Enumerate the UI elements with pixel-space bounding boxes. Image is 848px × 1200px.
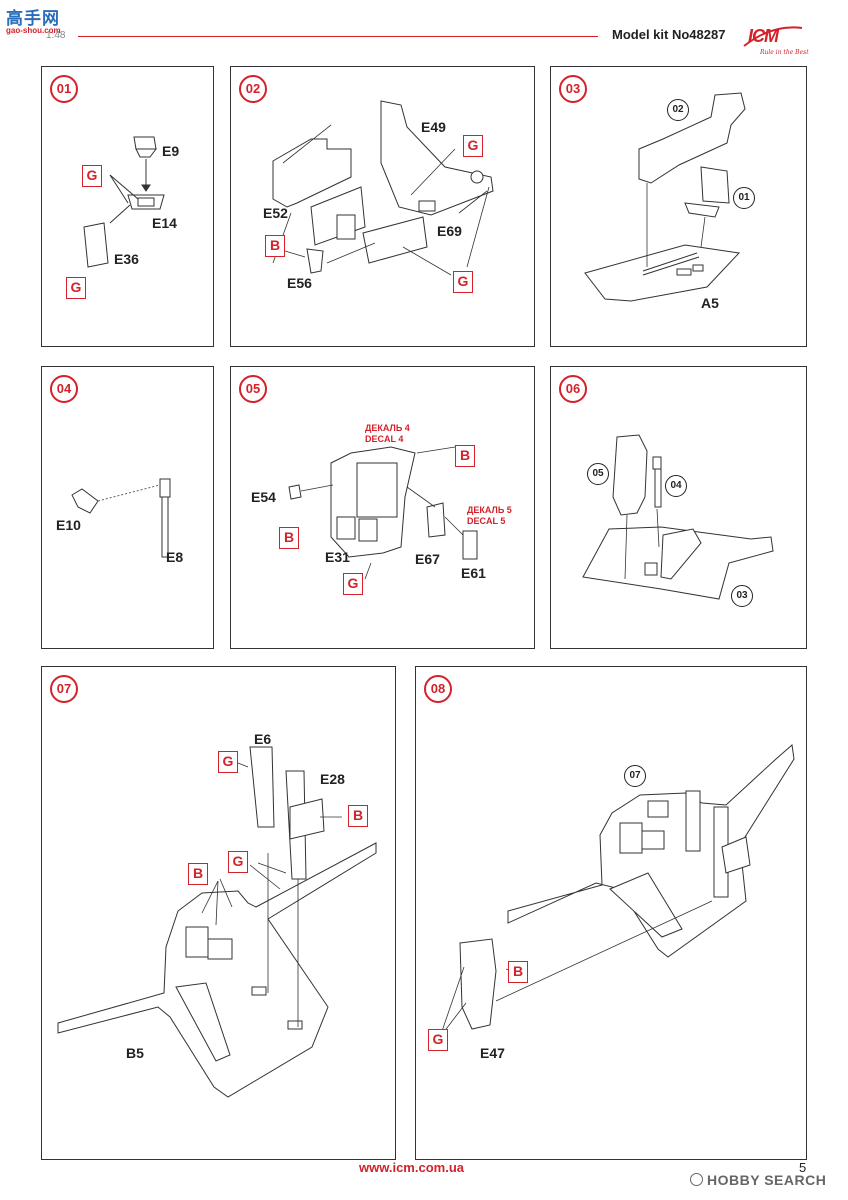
part-label: E54 xyxy=(251,489,276,505)
page-number: 5 xyxy=(799,1160,807,1175)
part-label: E10 xyxy=(56,517,81,533)
site-logo-url: gao-shou.com xyxy=(6,26,61,35)
step-02-panel: 02 E49 E52 E69 E56 G B G xyxy=(230,66,535,347)
decal-label: ДЕКАЛЬ 5 xyxy=(467,505,512,515)
watermark-text: HOBBY SEARCH xyxy=(707,1172,827,1188)
header-rule xyxy=(78,36,598,37)
watermark: HOBBY SEARCH xyxy=(690,1172,826,1188)
step-07-panel: 07 E6 E28 B5 G B G B xyxy=(41,666,396,1160)
site-logo-text: 高手网 xyxy=(6,9,60,28)
scale-label: 1:48 xyxy=(46,30,66,41)
step-07-drawing xyxy=(57,746,377,1098)
part-label: E14 xyxy=(152,215,177,231)
step-reference-badge: 05 xyxy=(587,463,609,485)
part-label: E67 xyxy=(415,551,440,567)
decal-callout: ДЕКАЛЬ 4 DECAL 4 xyxy=(365,423,410,445)
step-01-panel: 01 E9 E14 E36 G G xyxy=(41,66,214,347)
paint-badge: G xyxy=(453,271,473,293)
paint-badge: B xyxy=(455,445,475,467)
model-kit-number: Model kit No48287 xyxy=(612,27,726,42)
decal-label: DECAL 4 xyxy=(365,434,404,444)
decal-label: ДЕКАЛЬ 4 xyxy=(365,423,410,433)
paint-badge: B xyxy=(279,527,299,549)
paint-badge: G xyxy=(82,165,102,187)
site-logo: 高手网 gao-shou.com xyxy=(4,4,74,38)
website-link[interactable]: www.icm.com.ua xyxy=(359,1160,464,1175)
step-06-drawing xyxy=(582,434,774,600)
step-04-panel: 04 E10 E8 xyxy=(41,366,214,649)
step-reference-badge: 07 xyxy=(624,765,646,787)
decal-callout: ДЕКАЛЬ 5 DECAL 5 xyxy=(467,505,512,527)
step-reference-badge: 03 xyxy=(731,585,753,607)
icm-tagline: Rule in the Best xyxy=(760,49,809,56)
paint-badge: G xyxy=(428,1029,448,1051)
step-02-drawing xyxy=(272,100,494,276)
icm-logo: ICM Rule in the Best xyxy=(742,20,809,60)
part-label: E49 xyxy=(421,119,446,135)
step-number: 07 xyxy=(50,675,78,703)
step-number: 02 xyxy=(239,75,267,103)
paint-badge: B xyxy=(348,805,368,827)
part-label: E8 xyxy=(166,549,184,565)
part-label: E47 xyxy=(480,1045,505,1061)
step-number: 05 xyxy=(239,375,267,403)
step-number: 03 xyxy=(559,75,587,103)
icm-logo-swoosh-icon xyxy=(743,26,803,47)
step-08-panel: 08 07 B G E47 xyxy=(415,666,807,1160)
part-label: E52 xyxy=(263,205,288,221)
step-03-drawing xyxy=(584,92,746,302)
part-label: E69 xyxy=(437,223,462,239)
step-number: 04 xyxy=(50,375,78,403)
step-04-drawing xyxy=(71,478,171,558)
step-01-drawing xyxy=(83,136,165,268)
paint-badge: G xyxy=(218,751,238,773)
paint-badge: B xyxy=(508,961,528,983)
part-label: E36 xyxy=(114,251,139,267)
paint-badge: G xyxy=(463,135,483,157)
step-reference-badge: 04 xyxy=(665,475,687,497)
part-label: A5 xyxy=(701,295,719,311)
part-label: B5 xyxy=(126,1045,144,1061)
step-05-panel: 05 ДЕКАЛЬ 4 DECAL 4 ДЕКАЛЬ 5 DECAL 5 B B… xyxy=(230,366,535,649)
step-number: 01 xyxy=(50,75,78,103)
step-03-panel: 03 02 01 A5 xyxy=(550,66,807,347)
paint-badge: G xyxy=(343,573,363,595)
paint-badge: G xyxy=(228,851,248,873)
part-label: E6 xyxy=(254,731,272,747)
icm-logo-text: ICM xyxy=(748,26,779,46)
part-label: E9 xyxy=(162,143,180,159)
step-06-panel: 06 05 04 03 xyxy=(550,366,807,649)
paint-badge: B xyxy=(265,235,285,257)
step-05-drawing xyxy=(288,446,478,580)
decal-label: DECAL 5 xyxy=(467,516,506,526)
step-08-drawing xyxy=(439,744,795,1038)
step-reference-badge: 02 xyxy=(667,99,689,121)
paint-badge: G xyxy=(66,277,86,299)
part-label: E31 xyxy=(325,549,350,565)
watermark-icon xyxy=(690,1173,703,1186)
step-reference-badge: 01 xyxy=(733,187,755,209)
step-number: 08 xyxy=(424,675,452,703)
part-label: E56 xyxy=(287,275,312,291)
paint-badge: B xyxy=(188,863,208,885)
part-label: E61 xyxy=(461,565,486,581)
part-label: E28 xyxy=(320,771,345,787)
step-number: 06 xyxy=(559,375,587,403)
